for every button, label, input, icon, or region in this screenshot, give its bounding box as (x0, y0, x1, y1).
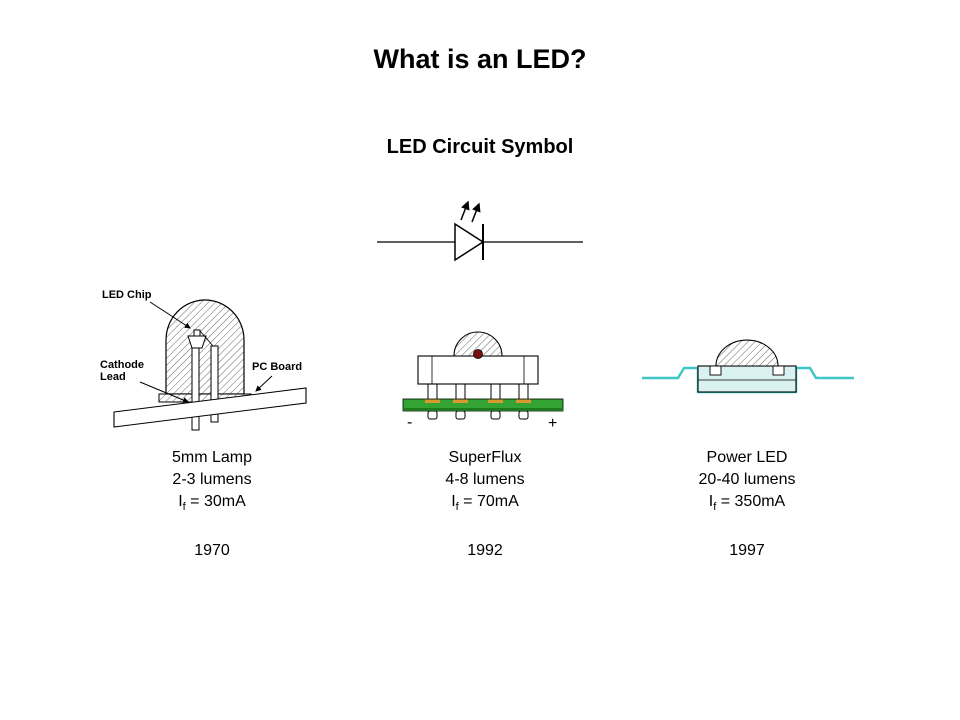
plus-polarity-label: + (548, 415, 557, 432)
led-current: If = 30mA (127, 491, 297, 518)
cathode-callout-arrow (139, 381, 189, 403)
diode-triangle (454, 222, 485, 262)
current-subscript: f (455, 501, 459, 514)
led-chip-label: LED Chip (102, 289, 152, 301)
led-name: 5mm Lamp (171, 449, 253, 466)
lamp-5mm-drawing: LED Chip Cathode Lead PC Board (100, 289, 307, 431)
current-value: = 30mA (185, 493, 246, 510)
superflux-body (417, 355, 539, 385)
section-subtitle: LED Circuit Symbol (386, 136, 574, 158)
pc-board-strip (113, 387, 307, 428)
led-lumens: 20-40 lumens (698, 471, 796, 488)
bond-wire (199, 330, 214, 347)
anode-lead-pin (210, 345, 219, 423)
led-year: 1970 (194, 542, 230, 560)
power-led-dome (715, 339, 779, 367)
led-chip-callout-arrow (149, 301, 191, 329)
current-value: = 70mA (458, 493, 519, 510)
minus-polarity-label: - (407, 414, 412, 431)
cathode-lead-pin (191, 347, 200, 431)
leadframe-notch-right (772, 365, 785, 376)
caption-power-led: Power LED 20-40 lumens If = 350mA 1997 (662, 447, 832, 562)
cathode-label-line1: Cathode (100, 359, 144, 371)
led-current: If = 70mA (400, 491, 570, 518)
current-symbol: I (708, 493, 714, 510)
power-led-drawing (642, 339, 854, 394)
solder-pads (425, 399, 531, 403)
current-value: = 350mA (716, 493, 786, 510)
led-circuit-symbol-drawing (377, 200, 583, 262)
led-name: SuperFlux (448, 449, 522, 466)
led-lumens: 2-3 lumens (172, 471, 252, 488)
superflux-dome (453, 331, 503, 357)
pc-board-callout-arrow (255, 375, 273, 392)
light-emission-arrows-icon (460, 200, 481, 223)
superflux-drawing: - + (402, 331, 564, 432)
led-lumens: 4-8 lumens (445, 471, 525, 488)
page-title: What is an LED? (373, 44, 587, 74)
led-year: 1997 (729, 542, 765, 560)
caption-5mm-lamp: 5mm Lamp 2-3 lumens If = 30mA 1970 (127, 447, 297, 562)
leadframe-notch-left (709, 365, 722, 376)
pc-board-label: PC Board (252, 361, 302, 373)
led-year: 1992 (467, 542, 503, 560)
current-subscript: f (182, 501, 186, 514)
current-subscript: f (713, 501, 717, 514)
current-symbol: I (451, 493, 456, 510)
cathode-label-line2: Lead (100, 371, 126, 383)
superflux-chip (473, 349, 483, 359)
caption-superflux: SuperFlux 4-8 lumens If = 70mA 1992 (400, 447, 570, 562)
led-current: If = 350mA (662, 491, 832, 518)
epoxy-dome (165, 299, 245, 395)
superflux-leg-tips (427, 410, 529, 420)
led-chip-die (193, 329, 201, 337)
current-symbol: I (178, 493, 183, 510)
led-name: Power LED (706, 449, 788, 466)
pcb-strip-edge (403, 408, 563, 411)
